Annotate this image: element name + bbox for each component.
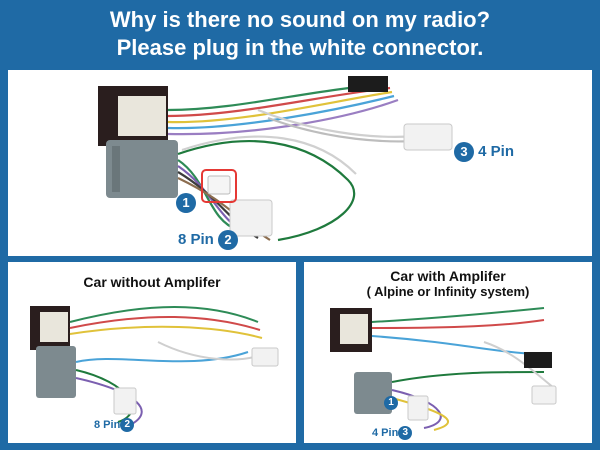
left-badge-2: 2 <box>120 418 135 433</box>
module-label <box>118 96 166 136</box>
wire-bundle <box>167 82 429 242</box>
pin8-callout: 8 Pin 2 <box>178 230 239 251</box>
header: Why is there no sound on my radio? Pleas… <box>0 0 600 64</box>
no-amplifier-title: Car without Amplifer <box>83 274 221 290</box>
with-amplifier-title: Car with Amplifer <box>390 268 506 284</box>
badge-3: 3 <box>454 142 474 163</box>
white-8pin-connector <box>229 199 273 237</box>
with-amplifier-panel: Car with Amplifer ( Alpine or Infinity s… <box>304 262 592 443</box>
header-title: Why is there no sound on my radio? <box>109 7 491 32</box>
highlight-box <box>201 169 237 203</box>
grey-connector <box>106 140 178 198</box>
right-badge-3: 3 <box>398 426 413 441</box>
main-photo-panel: 1 8 Pin 2 3 4 Pin <box>8 70 592 256</box>
right-badge-1: 1 <box>384 396 398 411</box>
with-amplifier-subtitle: ( Alpine or Infinity system) <box>366 284 530 299</box>
white-4pin-connector <box>403 123 453 151</box>
pin4-callout: 3 4 Pin <box>454 142 515 163</box>
with-amplifier-illustration <box>330 307 557 431</box>
badge-1: 1 <box>176 193 196 214</box>
no-amplifier-illustration <box>30 306 279 427</box>
header-subtitle: Please plug in the white connector. <box>116 35 484 60</box>
badge-2: 2 <box>218 230 239 251</box>
left-pin8-label: 8 Pin <box>94 419 121 431</box>
pin8-label: 8 Pin <box>178 231 214 248</box>
harness-photo-illustration <box>98 76 453 242</box>
right-pin4-label: 4 Pin <box>372 427 399 439</box>
pin4-label: 4 Pin <box>478 143 515 160</box>
